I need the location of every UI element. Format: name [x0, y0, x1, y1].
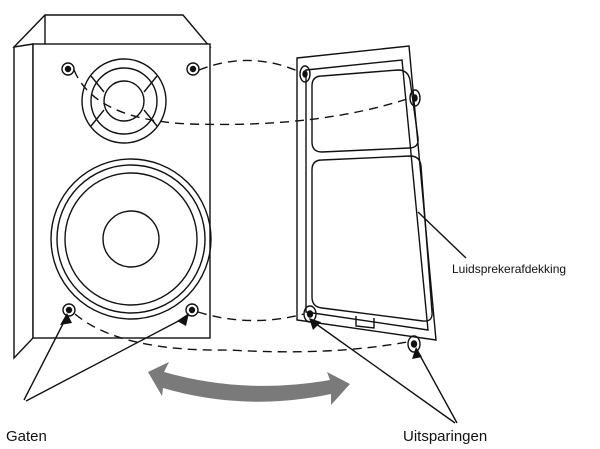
hole-bottom-right — [185, 303, 199, 317]
cabinet-top-face — [12, 14, 212, 48]
tweeter-horn-bottom-right — [143, 109, 158, 127]
cabinet-front-face — [32, 43, 211, 339]
leader-recess-left — [311, 320, 456, 424]
speaker-cabinet — [12, 14, 212, 360]
tweeter-outer-ring — [81, 58, 167, 144]
label-holes: Gaten — [6, 428, 47, 445]
cover-outline — [296, 45, 437, 341]
hole-bottom-left — [62, 303, 76, 317]
grille-cover — [296, 45, 437, 353]
guide-top-right — [198, 59, 301, 73]
woofer-surround — [56, 164, 206, 314]
leader-hole-right — [25, 315, 189, 402]
leader-hole-left — [23, 315, 68, 401]
mounting-holes — [61, 62, 200, 317]
cabinet-side-face — [13, 43, 34, 360]
guide-top-left — [73, 69, 411, 126]
guide-bottom-left — [74, 313, 408, 353]
woofer-outer-ring — [50, 158, 212, 320]
peg-top-left — [299, 65, 311, 83]
rotate-arrow — [148, 362, 350, 405]
hole-top-right — [186, 62, 200, 76]
hole-top-left — [61, 62, 75, 76]
cover-lower-panel — [311, 155, 433, 322]
tweeter-horn-right — [143, 75, 158, 93]
woofer-cone — [64, 172, 198, 306]
alignment-guides — [73, 59, 411, 353]
cover-inner-frame — [305, 59, 429, 331]
tweeter-horn-bottom-left — [90, 109, 105, 127]
tweeter-horn-left — [90, 75, 105, 93]
leader-arrowheads — [60, 313, 422, 359]
leader-recess-right — [416, 349, 458, 424]
tweeter-dome — [103, 80, 145, 122]
guide-bottom-right — [197, 311, 305, 322]
label-recesses: Uitsparingen — [403, 428, 487, 445]
cover-upper-panel — [311, 69, 419, 153]
woofer-dust-cap — [102, 210, 160, 268]
peg-top-right — [409, 89, 421, 107]
cover-notch — [355, 316, 375, 329]
cover-pegs — [299, 65, 421, 353]
leader-lines — [23, 211, 467, 424]
label-cover: Luidsprekerafdekking — [452, 262, 566, 276]
leader-cover — [417, 211, 467, 259]
peg-bottom-right — [407, 335, 421, 353]
tweeter-mid-ring — [90, 67, 158, 135]
